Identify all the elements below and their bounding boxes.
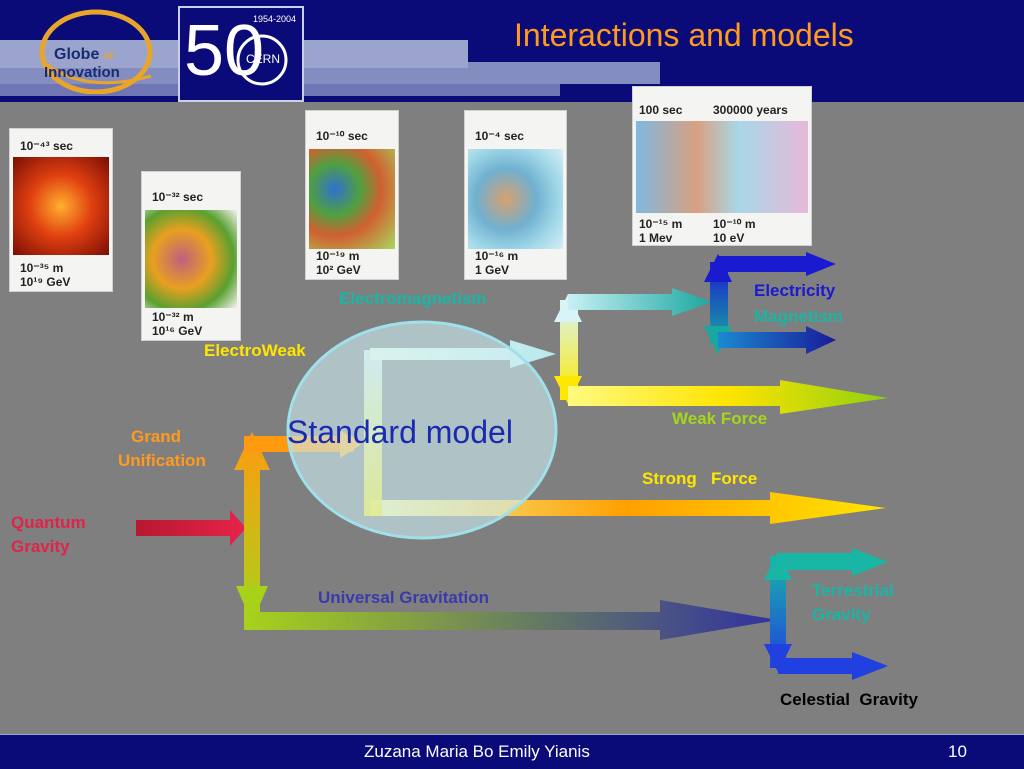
celestial-gravity-label: Celestial Gravity [780, 690, 918, 709]
epoch-card-gut: 10⁻³² sec 10⁻³² m 10¹⁶ GeV [141, 171, 241, 341]
slide-footer: Zuzana Maria Bo Emily Yianis 10 [0, 734, 1024, 769]
epoch-card-planck: 10⁻⁴³ sec 10⁻³⁵ m 10¹⁹ GeV [9, 128, 113, 292]
card-time-label: 10⁻³² sec [152, 190, 204, 204]
grand-unification-label-line: Unification [118, 451, 206, 470]
terrestrial-gravity-label-line: Gravity [812, 605, 871, 624]
magnetism-label: Magnetism [754, 307, 843, 326]
card-energy-label: 10² GeV [316, 263, 361, 277]
quantum-gravity-label-line: Gravity [11, 537, 70, 556]
card-scale-label: 10⁻¹⁶ m [475, 249, 519, 263]
card-scale-label: 10⁻³⁵ m [20, 261, 64, 275]
grand-unification-label: Grand Unification [108, 425, 206, 473]
em-split-bar [710, 262, 728, 344]
quantum-gravity-arrow [136, 510, 246, 546]
quantum-gravity-label: Quantum Gravity [11, 511, 86, 559]
quantum-gravity-label-line: Quantum [11, 513, 86, 532]
weak-force-arrow [568, 380, 888, 414]
epoch-card-electroweak: 10⁻¹⁰ sec 10⁻¹⁹ m 10² GeV [305, 110, 399, 280]
big-bang-image [13, 157, 109, 255]
logo-text: 1954-2004 [252, 14, 296, 24]
card-energy-label: 10 eV [713, 231, 745, 245]
card-time-label: 10⁻⁴ sec [475, 129, 524, 143]
card-scale-label: 10⁻¹⁵ m [639, 217, 683, 231]
page-number: 10 [948, 742, 967, 761]
card-scale-label: 10⁻¹⁹ m [316, 249, 360, 263]
cern-50-logo: 1954-2004 50 CERN [178, 6, 304, 102]
electroweak-era-image [309, 149, 395, 249]
logo-text: Globe [54, 46, 100, 63]
electricity-label: Electricity [754, 281, 836, 300]
card-scale-label: 10⁻¹⁰ m [713, 217, 756, 231]
universal-gravitation-label: Universal Gravitation [318, 588, 490, 607]
epoch-card-hadron: 10⁻⁴ sec 10⁻¹⁶ m 1 GeV [464, 110, 567, 280]
card-time-label: 10⁻⁴³ sec [20, 139, 73, 153]
standard-model-ellipse [286, 320, 558, 540]
globe-of-innovation-logo: Globe of Innovation [36, 4, 156, 95]
grand-unification-label-line: Grand [130, 427, 182, 446]
nucleosynthesis-image [636, 121, 808, 213]
hadron-era-image [468, 149, 563, 249]
cern-ring-icon [236, 34, 288, 86]
electricity-arrow [718, 252, 836, 276]
electroweak-label: ElectroWeak [204, 341, 306, 360]
electroweak-split-bar [560, 300, 578, 400]
logo-text: CERN [246, 52, 281, 66]
gravity-split-bar [770, 556, 786, 668]
electromagnetism-arrow [568, 288, 712, 316]
electromagnetism-label: Electromagnetism [339, 289, 487, 308]
weak-force-label: Weak Force [672, 409, 768, 428]
magnetism-arrow [718, 326, 836, 354]
slide-title: Interactions and models [514, 17, 854, 53]
card-time-label: 100 sec [639, 103, 683, 117]
card-time-label: 300000 years [713, 103, 788, 117]
universal-gravitation-arrow [244, 600, 778, 640]
terrestrial-gravity-arrow [778, 548, 888, 576]
celestial-gravity-arrow [778, 652, 888, 680]
card-energy-label: 1 GeV [475, 263, 510, 277]
card-energy-label: 1 Mev [639, 231, 673, 245]
terrestrial-gravity-label: Terrestrial Gravity [812, 579, 894, 627]
gut-era-image [145, 210, 237, 308]
globe-logo-icon [39, 9, 153, 95]
header-stripe [0, 62, 660, 84]
footer-author: Zuzana Maria Bo Emily Yianis [364, 742, 590, 761]
logo-text: Innovation [44, 64, 120, 81]
epoch-card-nucleosynthesis: 100 sec 300000 years 10⁻¹⁵ m 1 Mev 10⁻¹⁰… [632, 86, 812, 246]
grand-unification-down-arrow [236, 586, 268, 622]
logo-text: of [103, 51, 114, 62]
strong-force-label: Strong Force [642, 469, 758, 488]
logo-text: 50 [184, 11, 265, 91]
card-scale-label: 10⁻³² m [152, 310, 194, 324]
card-energy-label: 10¹⁹ GeV [20, 275, 71, 289]
card-energy-label: 10¹⁶ GeV [152, 324, 203, 338]
standard-model-label: Standard model [287, 414, 513, 450]
card-time-label: 10⁻¹⁰ sec [316, 129, 368, 143]
grand-unification-arrow [234, 432, 270, 622]
terrestrial-gravity-label-line: Terrestrial [812, 581, 894, 600]
